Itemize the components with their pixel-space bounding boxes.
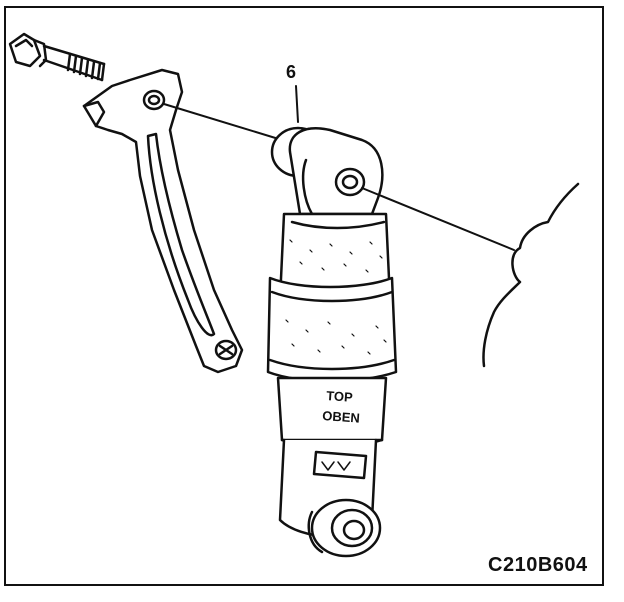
bolt xyxy=(8,32,106,82)
callout-leader-6 xyxy=(295,85,299,123)
mounting-bracket xyxy=(82,68,244,374)
body-mount xyxy=(482,182,580,368)
callout-number: 6 xyxy=(286,62,297,82)
diagram-frame xyxy=(4,6,604,586)
damper xyxy=(266,126,398,558)
alignment-line-upper xyxy=(163,103,283,141)
alignment-line-lower xyxy=(361,187,515,251)
figure-code: C210B604 xyxy=(488,554,588,576)
